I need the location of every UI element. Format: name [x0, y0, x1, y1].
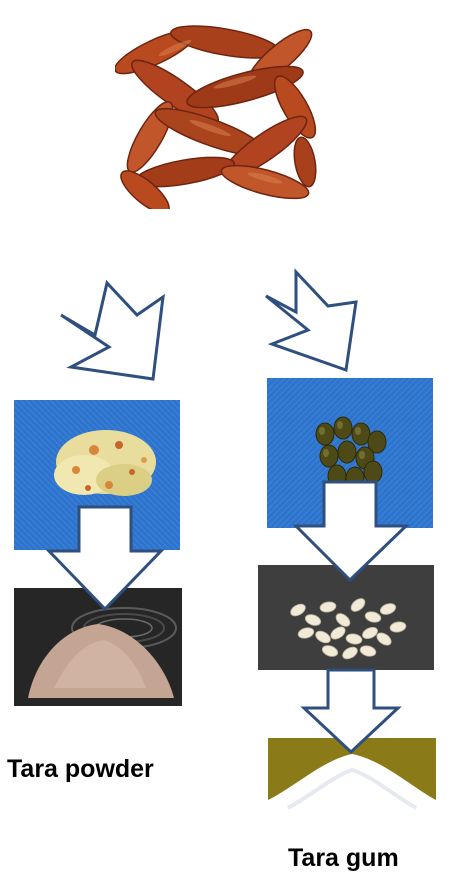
left-product-label: Tara powder: [7, 755, 154, 784]
left-down-arrow: [45, 505, 165, 613]
tara-pods-photo: [115, 12, 321, 209]
right-top-arrow: [258, 266, 366, 378]
right-bottom-arrow: [300, 668, 402, 756]
left-top-arrow: [55, 275, 177, 393]
right-middle-arrow: [292, 480, 410, 583]
right-product-label: Tara gum: [288, 844, 399, 873]
